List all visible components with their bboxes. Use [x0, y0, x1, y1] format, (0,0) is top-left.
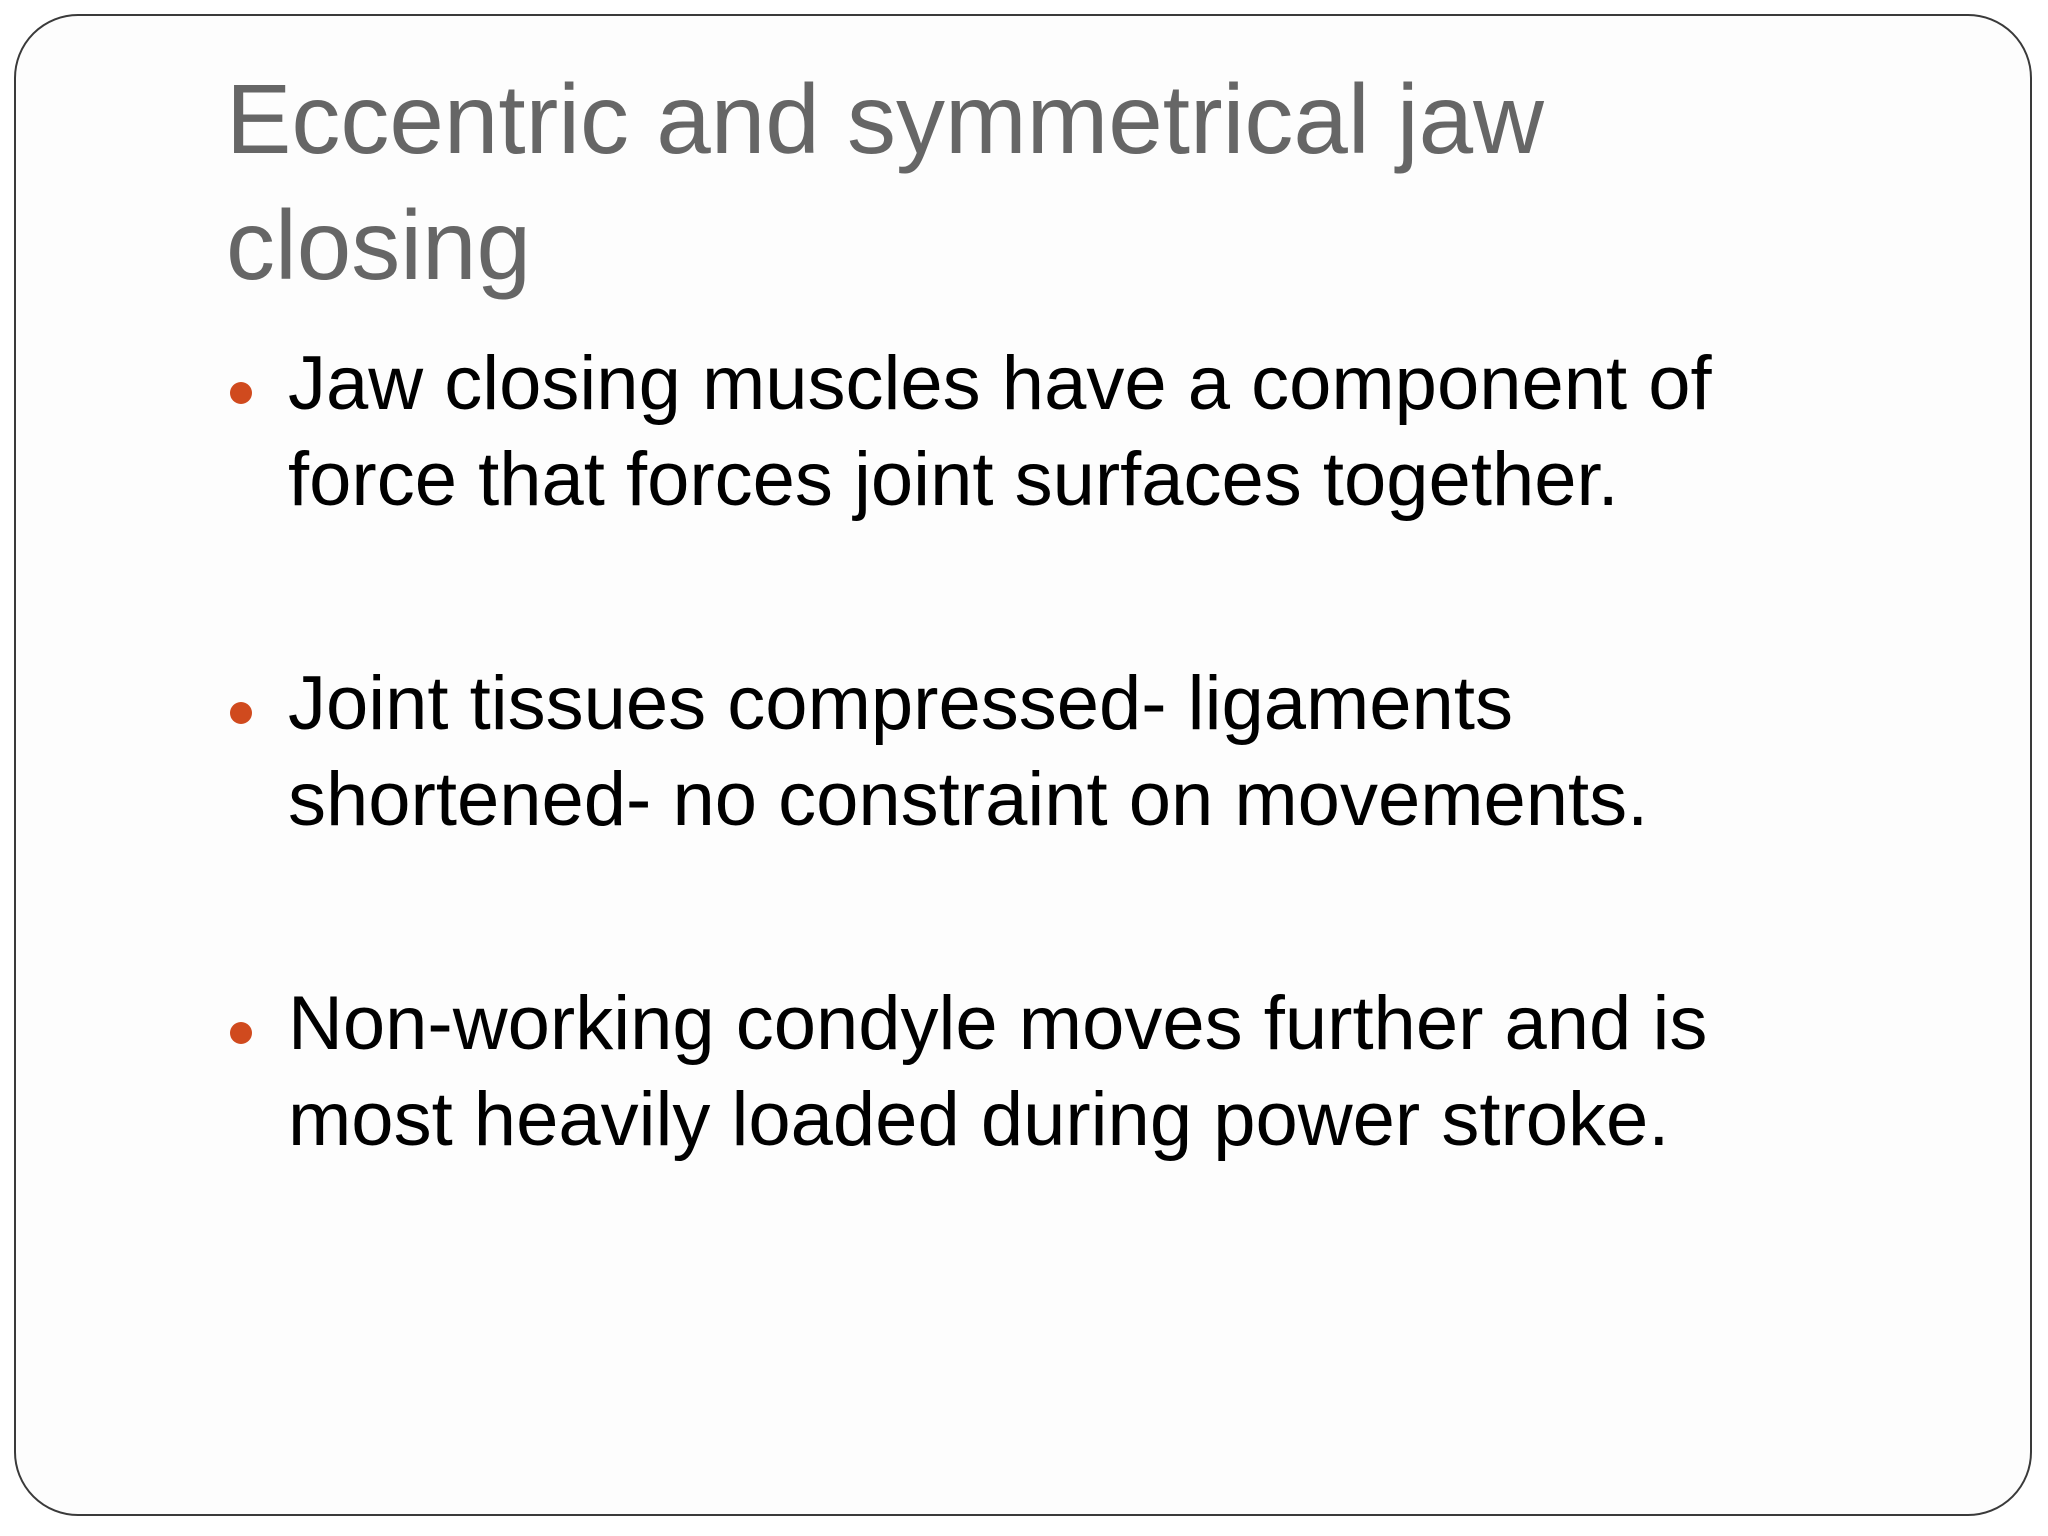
list-item: Non-working condyle moves further and is…: [226, 976, 1866, 1168]
list-item: Joint tissues compressed- ligaments shor…: [226, 656, 1866, 848]
bullet-dot-icon: [230, 1022, 252, 1044]
bullet-text: Non-working condyle moves further and is…: [288, 981, 1708, 1162]
slide-title: Eccentric and symmetrical jaw closing: [226, 64, 1544, 300]
bullet-text: Jaw closing muscles have a component of …: [288, 341, 1712, 522]
bullet-dot-icon: [230, 702, 252, 724]
bullet-dot-icon: [230, 382, 252, 404]
slide-frame: [14, 14, 2032, 1516]
list-item: Jaw closing muscles have a component of …: [226, 336, 1866, 528]
bullet-text: Joint tissues compressed- ligaments shor…: [288, 661, 1649, 842]
